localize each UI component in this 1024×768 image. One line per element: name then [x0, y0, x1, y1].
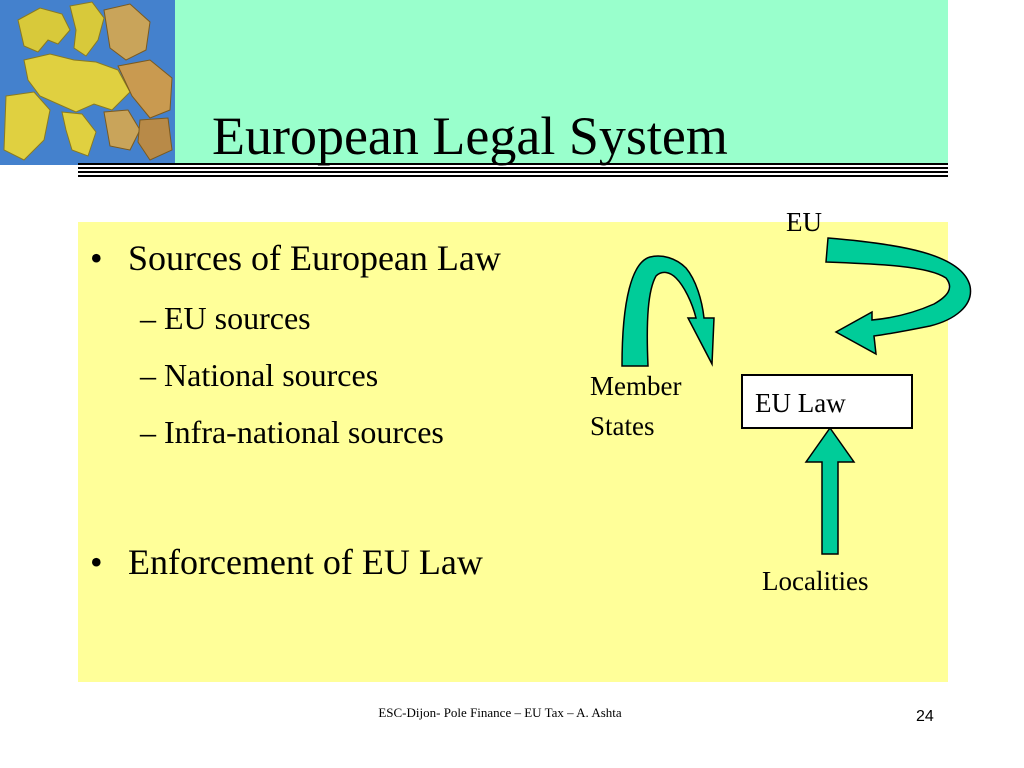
member-states-label-line1: Member: [590, 371, 682, 401]
bullet-enforcement: • Enforcement of EU Law: [90, 542, 483, 582]
localities-label: Localities: [762, 566, 869, 596]
sub-bullet-infra-national-sources: – Infra-national sources: [140, 414, 444, 450]
title-underline: [78, 163, 948, 177]
bullet-text: Enforcement of EU Law: [128, 542, 483, 582]
sub-bullet-national-sources: – National sources: [140, 357, 379, 393]
eu-law-box: EU Law: [741, 374, 913, 429]
bullet-sources: • Sources of European Law: [90, 238, 501, 278]
eu-label: EU: [786, 207, 822, 237]
bullet-dot: •: [90, 238, 103, 278]
sub-bullet-eu-sources: – EU sources: [140, 300, 311, 336]
bullet-text: Sources of European Law: [128, 238, 501, 278]
europe-map-icon: [0, 0, 175, 165]
page-number: 24: [916, 708, 934, 725]
footer-text: ESC-Dijon- Pole Finance – EU Tax – A. As…: [378, 705, 622, 720]
slide-title: European Legal System: [212, 106, 728, 166]
member-states-label-line2: States: [590, 411, 655, 441]
eu-law-label: EU Law: [755, 388, 846, 418]
bullet-dot: •: [90, 542, 103, 582]
content-box: [78, 222, 948, 682]
